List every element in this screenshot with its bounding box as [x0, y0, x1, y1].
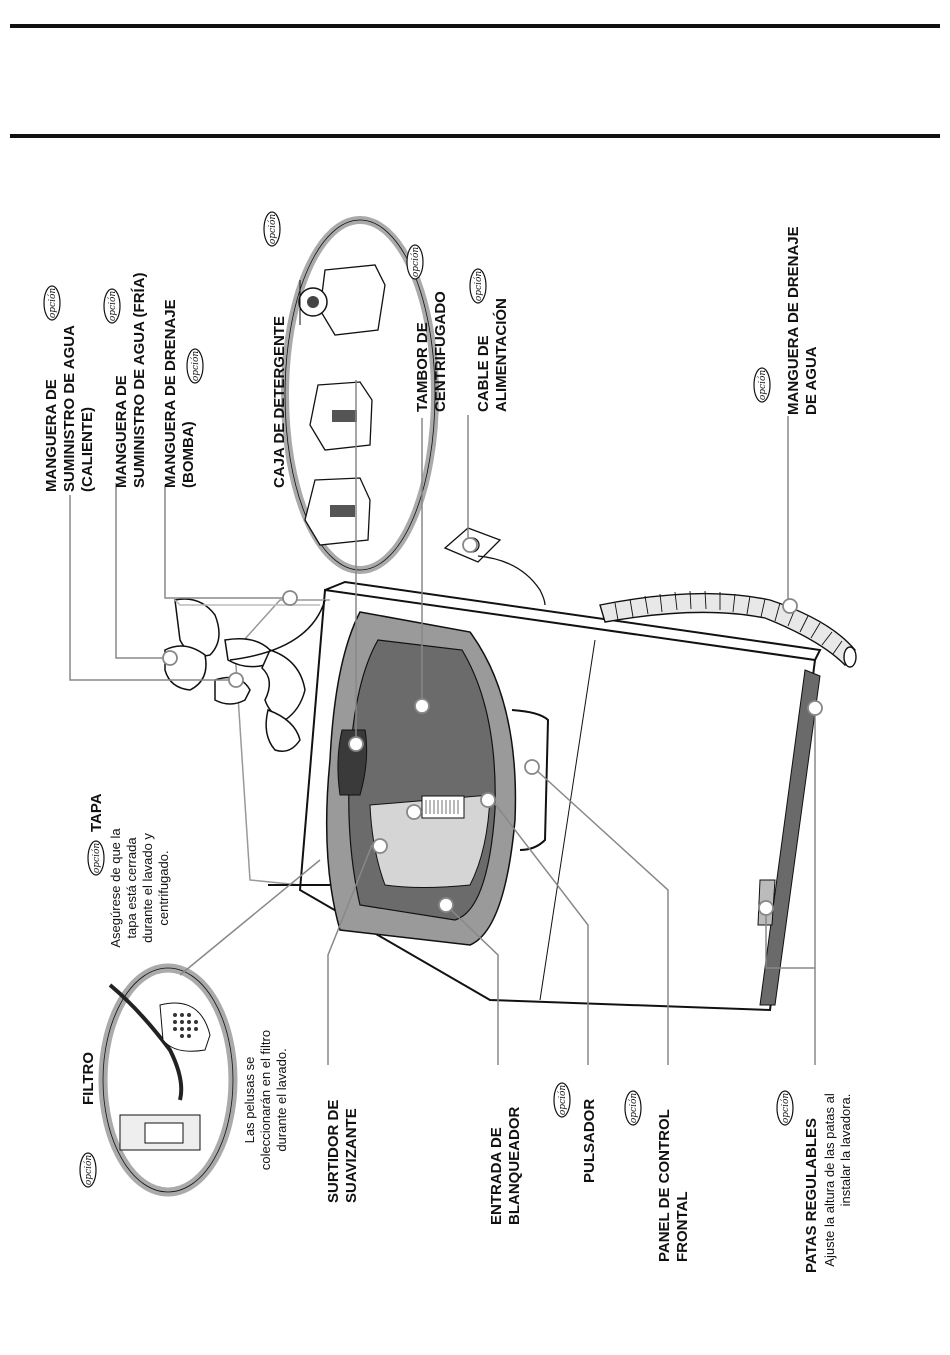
svg-text:opción: opción — [190, 351, 201, 382]
option-badge-spin-drum: opción — [406, 244, 424, 280]
option-badge-power-cord: opción — [469, 268, 487, 304]
filter-illustration — [98, 963, 238, 1197]
svg-text:SUAVIZANTE: SUAVIZANTE — [343, 1108, 360, 1203]
svg-text:MANGUERA DE: MANGUERA DE — [113, 375, 130, 488]
leader-lines — [69, 380, 816, 1065]
svg-text:FILTRO: FILTRO — [80, 1052, 97, 1105]
header-rule — [10, 134, 940, 138]
supply-hoses — [164, 598, 326, 752]
svg-text:(BOMBA): (BOMBA) — [180, 421, 197, 488]
svg-text:Asegúrese de que la: Asegúrese de que la — [108, 828, 123, 948]
label-power-cord: CABLE DE ALIMENTACIÓN — [475, 298, 510, 412]
svg-text:TAMBOR DE: TAMBOR DE — [414, 322, 431, 412]
svg-text:CENTRIFUGADO: CENTRIFUGADO — [432, 291, 449, 412]
filter-note: Las pelusas se coleccionarán en el filtr… — [242, 1030, 289, 1170]
label-hose-pump: MANGUERA DE DRENAJE (BOMBA) — [162, 299, 197, 488]
svg-text:TAPA: TAPA — [88, 793, 105, 832]
svg-text:FRONTAL: FRONTAL — [674, 1191, 691, 1262]
svg-text:opción: opción — [473, 271, 484, 302]
option-badge-hose-cold: opción — [103, 288, 121, 324]
svg-text:Ajuste la altura de las patas: Ajuste la altura de las patas al — [822, 1093, 837, 1267]
svg-text:PULSADOR: PULSADOR — [581, 1099, 598, 1183]
detergent-box-illustration — [281, 216, 439, 574]
label-legs: PATAS REGULABLES — [803, 1118, 820, 1273]
svg-text:opción: opción — [267, 214, 278, 245]
label-softener: SURTIDOR DE SUAVIZANTE — [325, 1100, 360, 1203]
top-rule — [10, 24, 940, 28]
svg-text:SUMINISTRO DE AGUA: SUMINISTRO DE AGUA — [61, 325, 78, 492]
svg-text:MANGUERA DE DRENAJE: MANGUERA DE DRENAJE — [162, 299, 179, 488]
label-filter: FILTRO — [80, 1052, 97, 1105]
option-badge-lid: opción — [87, 840, 105, 876]
svg-text:centrifugado.: centrifugado. — [156, 850, 171, 925]
svg-text:instalar la lavadora.: instalar la lavadora. — [838, 1094, 853, 1207]
svg-text:opción: opción — [757, 370, 768, 401]
option-badge-hose-pump: opción — [186, 348, 204, 384]
svg-text:MANGUERA DE: MANGUERA DE — [43, 379, 60, 492]
svg-text:durante el lavado.: durante el lavado. — [274, 1048, 289, 1151]
callout-dots — [162, 537, 823, 916]
svg-text:Las pelusas se: Las pelusas se — [242, 1057, 257, 1144]
svg-text:SURTIDOR DE: SURTIDOR DE — [325, 1100, 342, 1203]
option-badge-filter: opción — [79, 1152, 97, 1188]
label-lid: TAPA — [88, 793, 105, 832]
option-badge-detergent: opción — [263, 211, 281, 247]
svg-text:(CALIENTE): (CALIENTE) — [79, 407, 96, 492]
option-badge-hose-hot: opción — [43, 285, 61, 321]
label-hose-hot: MANGUERA DE SUMINISTRO DE AGUA (CALIENTE… — [43, 325, 96, 492]
option-badge-legs: opción — [776, 1090, 794, 1126]
option-badge-pulsator: opción — [553, 1082, 571, 1118]
svg-text:ENTRADA DE: ENTRADA DE — [488, 1127, 505, 1225]
washer-body — [234, 580, 822, 1012]
option-badge-drain-hose: opción — [753, 367, 771, 403]
label-hose-cold: MANGUERA DE SUMINISTRO DE AGUA (FRÍA) — [113, 272, 148, 488]
svg-text:durante el lavado y: durante el lavado y — [140, 833, 155, 943]
label-drain-hose: MANGUERA DE DRENAJE DE AGUA — [785, 226, 820, 415]
svg-text:PATAS REGULABLES: PATAS REGULABLES — [803, 1118, 820, 1273]
svg-text:opción: opción — [557, 1085, 568, 1116]
label-spin-drum: TAMBOR DE CENTRIFUGADO — [414, 291, 449, 412]
svg-text:DE AGUA: DE AGUA — [803, 346, 820, 415]
svg-text:MANGUERA DE DRENAJE: MANGUERA DE DRENAJE — [785, 226, 802, 415]
svg-text:opción: opción — [91, 843, 102, 874]
svg-text:CABLE DE: CABLE DE — [475, 335, 492, 412]
svg-text:ALIMENTACIÓN: ALIMENTACIÓN — [492, 298, 510, 412]
svg-text:opción: opción — [83, 1155, 94, 1186]
svg-text:PANEL DE CONTROL: PANEL DE CONTROL — [656, 1109, 673, 1262]
label-control-panel: PANEL DE CONTROL FRONTAL — [656, 1109, 691, 1262]
svg-text:opción: opción — [47, 288, 58, 319]
svg-text:coleccionarán en el filtro: coleccionarán en el filtro — [258, 1030, 273, 1170]
svg-text:tapa está cerrada: tapa está cerrada — [124, 837, 139, 939]
label-detergent-box: CAJA DE DETERGENTE — [271, 316, 288, 488]
lid-note: Asegúrese de que la tapa está cerrada du… — [108, 828, 171, 948]
svg-text:opción: opción — [107, 291, 118, 322]
power-plug — [443, 527, 546, 606]
svg-text:opción: opción — [410, 247, 421, 278]
label-pulsator: PULSADOR — [581, 1099, 598, 1183]
svg-text:opción: opción — [628, 1093, 639, 1124]
label-bleach: ENTRADA DE BLANQUEADOR — [488, 1107, 523, 1225]
svg-text:CAJA DE DETERGENTE: CAJA DE DETERGENTE — [271, 316, 288, 488]
svg-text:BLANQUEADOR: BLANQUEADOR — [506, 1107, 523, 1225]
legs-note: Ajuste la altura de las patas al instala… — [822, 1093, 853, 1267]
svg-text:SUMINISTRO DE AGUA (FRÍA): SUMINISTRO DE AGUA (FRÍA) — [131, 272, 148, 488]
svg-text:opción: opción — [780, 1093, 791, 1124]
option-badge-control-panel: opción — [624, 1090, 642, 1126]
